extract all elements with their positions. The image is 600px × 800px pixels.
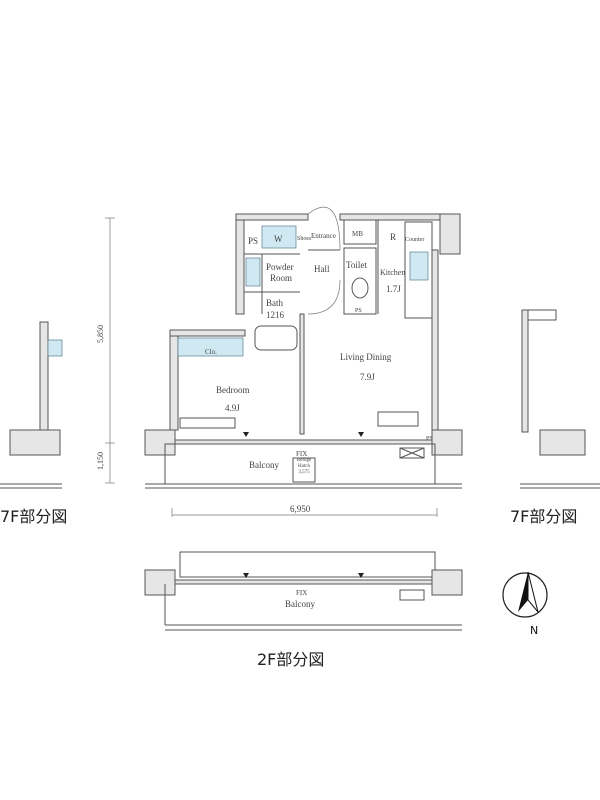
label-ps: PS xyxy=(248,236,258,246)
label-toilet: Toilet xyxy=(346,260,367,270)
label-counter: Counter xyxy=(405,237,424,243)
label-kitchen-size: 1.7J xyxy=(386,284,401,294)
label-powder-room-2: Room xyxy=(270,273,292,283)
dimension-lines xyxy=(105,217,438,517)
partial-2f xyxy=(144,551,463,631)
label-fix: FIX xyxy=(296,450,307,458)
label-hall: Hall xyxy=(314,264,330,274)
label-clo: Clo. xyxy=(205,348,217,356)
label-fix-2f: FIX xyxy=(296,589,307,597)
label-bath-size: 1216 xyxy=(266,310,285,320)
left-partial-7f xyxy=(0,321,63,489)
label-w: W xyxy=(274,234,283,244)
dimension-width: 6,950 xyxy=(290,504,311,514)
label-kitchen: Kitchen xyxy=(380,268,405,277)
caption-2f: 2F部分図 xyxy=(257,650,324,669)
label-living-size: 7.9J xyxy=(360,372,375,382)
label-shoes: Shoes xyxy=(297,236,312,242)
label-balcony-2f: Balcony xyxy=(285,599,315,609)
label-mb: MB xyxy=(352,230,363,238)
label-bedroom: Bedroom xyxy=(216,385,250,395)
dimension-height-balcony: 1,150 xyxy=(96,452,105,470)
right-partial-7f xyxy=(520,309,600,489)
label-r: R xyxy=(390,232,396,242)
label-refuge-hatch: Refuge Hatch 3,575 xyxy=(296,458,312,475)
compass-label: N xyxy=(530,624,538,637)
label-powder-room-1: Powder xyxy=(266,262,294,272)
north-compass-icon xyxy=(502,571,548,618)
caption-right-7f: 7F部分図 xyxy=(510,507,577,526)
label-ps-balcony: PS xyxy=(426,436,433,442)
label-bath: Bath xyxy=(266,298,283,308)
label-bedroom-size: 4.9J xyxy=(225,403,240,413)
caption-left-7f: 7F部分図 xyxy=(0,507,67,526)
main-unit xyxy=(144,206,463,489)
dimension-height-main: 5,850 xyxy=(96,325,105,343)
label-living-dining: Living Dining xyxy=(340,352,392,362)
label-entrance: Entrance xyxy=(311,232,336,240)
label-ps-toilet: PS xyxy=(355,308,362,314)
label-balcony: Balcony xyxy=(249,460,279,470)
